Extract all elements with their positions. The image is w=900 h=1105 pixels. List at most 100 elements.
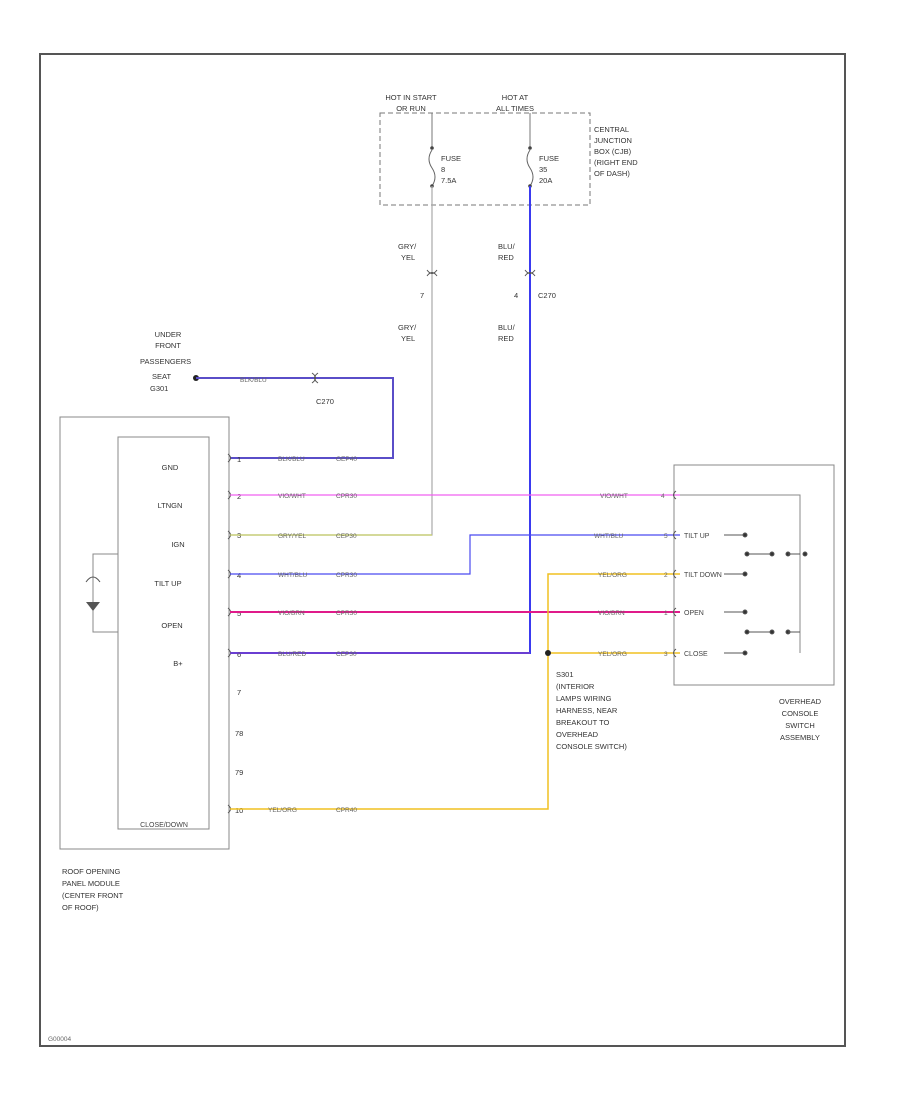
wire-label-ltng-color: VIO/WHT	[278, 493, 306, 500]
wire-yel-org-close-down	[230, 653, 549, 810]
power-label-2-line2: ALL TIMES	[496, 104, 534, 113]
fuse-1-label-line3: 7.5A	[441, 176, 456, 185]
splice-label-line3: LAMPS WIRING	[556, 694, 612, 703]
pin-number-79: 79	[235, 768, 243, 777]
wire-gry-yel-lower-line1: GRY/	[398, 323, 417, 332]
ground-label-line1: UNDER	[155, 330, 182, 339]
fuse-1-symbol	[428, 149, 436, 187]
pin-number-1: 1	[237, 455, 241, 464]
pin-number-2: 2	[237, 492, 241, 501]
console-name-line4: ASSEMBLY	[780, 733, 820, 742]
wire-label-ltng-circuit: CPR30	[336, 493, 357, 500]
wire-label-ign-circuit: CEP30	[336, 533, 357, 540]
wire-blu-red-lower-line2: RED	[498, 334, 514, 343]
console-switch-open: OPEN	[684, 610, 704, 617]
console-wire-label-4: VIO/BRN	[598, 610, 625, 617]
wire-gry-yel	[230, 186, 433, 536]
fuse-box-name-line1: CENTRAL	[594, 125, 629, 134]
console-wire-label-5: YEL/ORG	[598, 651, 627, 658]
fuse-box-name-line3: BOX (CJB)	[594, 147, 632, 156]
pin-number-5: 5	[237, 609, 241, 618]
splice-point-s301	[545, 650, 551, 656]
wire-label-tilt-color: WHT/BLU	[278, 572, 308, 579]
console-pin-2: 5	[664, 533, 668, 540]
console-wire-label-2: WHT/BLU	[594, 533, 624, 540]
console-pin-4: 1	[664, 610, 668, 617]
console-internal-bus	[680, 494, 801, 653]
pin-number-10: 10	[235, 806, 243, 815]
ground-label-line5: G301	[150, 384, 168, 393]
console-connector-marks	[673, 490, 677, 658]
wire-gry-yel-upper-line1: GRY/	[398, 242, 417, 251]
module-outer-box	[59, 416, 230, 850]
module-pin-tilt-up: TILT UP	[154, 579, 181, 588]
splice-label-line5: BREAKOUT TO	[556, 718, 610, 727]
wire-blu-red	[230, 186, 531, 654]
module-name-line4: OF ROOF)	[62, 903, 99, 912]
module-name-line3: (CENTER FRONT	[62, 891, 124, 900]
wire-gry-yel-pin: 7	[420, 291, 424, 300]
module-pin-ltng: LTNGN	[158, 501, 183, 510]
ground-label-line4: SEAT	[152, 372, 171, 381]
module-pin-ign: IGN	[171, 540, 184, 549]
wire-label-gnd-circuit: GEP40	[336, 456, 357, 463]
wire-blu-red-lower-line1: BLU/	[498, 323, 516, 332]
wire-label-bplus-circuit: CEP30	[336, 651, 357, 658]
module-internal-link	[92, 553, 118, 633]
fuse-box-name-line2: JUNCTION	[594, 136, 632, 145]
ground-wire-label: BLK/BLU	[240, 377, 267, 384]
connector-c270-ground-b	[314, 372, 319, 384]
wire-label-close-circuit: CPR40	[336, 807, 357, 814]
fuse-2-label-line3: 20A	[539, 176, 552, 185]
wire-gry-yel-upper-line2: YEL	[401, 253, 415, 262]
fuse-2-top-terminal	[528, 146, 532, 150]
fuse-1-top-terminal	[430, 146, 434, 150]
ground-connector-label: C270	[316, 397, 334, 406]
module-diode-icon	[86, 602, 100, 611]
fuse-2-label-line1: FUSE	[539, 154, 559, 163]
wire-label-bplus-color: BLU/RED	[278, 651, 306, 658]
module-pin-close-down: CLOSE/DOWN	[140, 822, 188, 829]
power-label-1-line2: OR RUN	[396, 104, 426, 113]
connector-c270-gry	[426, 269, 438, 274]
wire-label-gnd-color: BLK/BLU	[278, 456, 305, 463]
console-name-line2: CONSOLE	[782, 709, 819, 718]
wire-label-tilt-circuit: CPR30	[336, 572, 357, 579]
splice-label-line6: OVERHEAD	[556, 730, 599, 739]
connector-c270-blu	[524, 269, 536, 274]
console-name-line3: SWITCH	[785, 721, 815, 730]
console-switch-tilt-up: TILT UP	[684, 533, 710, 540]
outer-frame	[39, 53, 846, 1047]
fuse-1-label-line2: 8	[441, 165, 445, 174]
module-pin-open: OPEN	[161, 621, 182, 630]
module-pin-gnd: GND	[162, 463, 179, 472]
module-name-line2: PANEL MODULE	[62, 879, 120, 888]
pin-number-7: 7	[237, 688, 241, 697]
pin-number-4: 4	[237, 571, 241, 580]
console-switch-tilt-down: TILT DOWN	[684, 572, 722, 579]
console-pin-3: 2	[664, 572, 668, 579]
wire-label-ign-color: GRY/YEL	[278, 533, 306, 540]
module-inner-box	[117, 436, 210, 830]
fuse-box-name-line4: (RIGHT END	[594, 158, 638, 167]
pin-number-6: 6	[237, 650, 241, 659]
console-switch-close: CLOSE	[684, 651, 708, 658]
module-arrow-icon	[85, 576, 101, 583]
splice-label-line7: CONSOLE SWITCH)	[556, 742, 627, 751]
pin-number-78: 78	[235, 729, 243, 738]
wire-wht-blu	[230, 534, 680, 575]
ground-label-line2: FRONT	[155, 341, 181, 350]
fuse-2-symbol	[526, 149, 534, 187]
console-wire-label-1: VIO/WHT	[600, 493, 628, 500]
ground-label-line3: PASSENGERS	[140, 357, 191, 366]
wire-blu-red-upper-line2: RED	[498, 253, 514, 262]
wire-blu-red-pin: 4	[514, 291, 518, 300]
wire-label-open-color: VIO/BRN	[278, 610, 305, 617]
wire-blu-red-upper-line1: BLU/	[498, 242, 516, 251]
module-name-line1: ROOF OPENING	[62, 867, 121, 876]
power-label-2-line1: HOT AT	[502, 93, 529, 102]
connector-c270-label: C270	[538, 291, 556, 300]
wire-blk-blu-ground	[196, 377, 394, 459]
